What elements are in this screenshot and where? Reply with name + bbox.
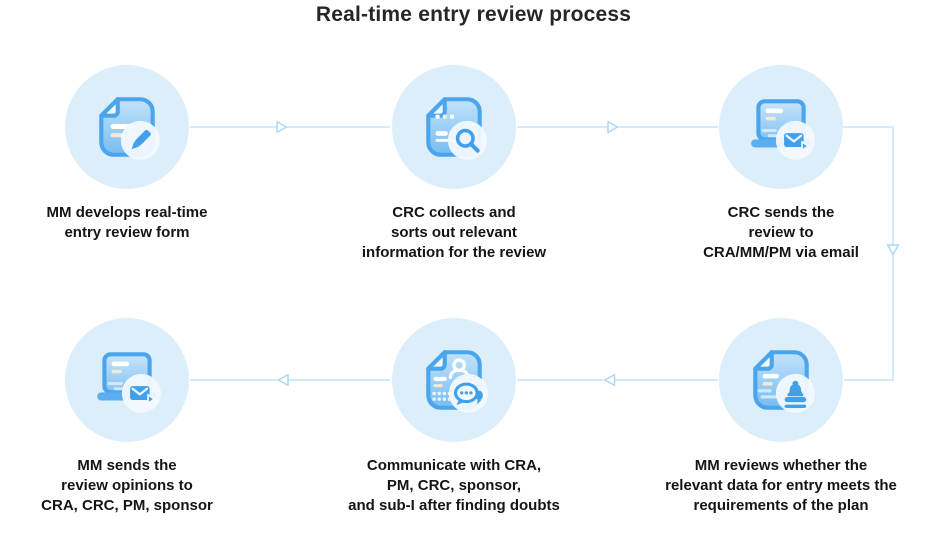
document-search-icon <box>426 97 487 160</box>
step-label: Communicate with CRA, PM, CRC, sponsor, … <box>348 457 560 514</box>
step-icon-bubble <box>65 65 189 189</box>
arrow-down-icon <box>886 244 900 256</box>
step-mm-reviews-data: MM reviews whether the relevant data for… <box>631 318 931 516</box>
page-title: Real-time entry review process <box>315 3 632 26</box>
step-icon-bubble <box>65 318 189 442</box>
laptop-email-icon <box>97 352 161 413</box>
step-icon-bubble <box>392 65 516 189</box>
step-icon-bubble <box>392 318 516 442</box>
laptop-email-icon <box>751 99 815 160</box>
step-label: MM sends the review opinions to CRA, CRC… <box>41 457 213 514</box>
step-label: CRC collects and sorts out relevant info… <box>361 204 547 261</box>
document-pencil-icon <box>99 97 160 160</box>
step-label: MM reviews whether the relevant data for… <box>665 457 897 514</box>
document-stamp-icon <box>753 350 815 413</box>
step-crc-collects-info: CRC collects and sorts out relevant info… <box>304 65 604 263</box>
step-icon-bubble <box>719 318 843 442</box>
document-chat-icon <box>426 350 488 413</box>
arrow-left-icon <box>277 373 289 387</box>
arrow-left-icon <box>604 373 616 387</box>
step-label: CRC sends the review to CRA/MM/PM via em… <box>703 204 859 261</box>
step-icon-bubble <box>719 65 843 189</box>
step-mm-sends-opinions: MM sends the review opinions to CRA, CRC… <box>0 318 277 516</box>
arrow-right-icon <box>276 120 288 134</box>
step-crc-sends-review: CRC sends the review to CRA/MM/PM via em… <box>631 65 931 263</box>
arrow-right-icon <box>607 120 619 134</box>
step-mm-develops-form: MM develops real-time entry review form <box>0 65 277 243</box>
step-communicate-doubts: Communicate with CRA, PM, CRC, sponsor, … <box>304 318 604 516</box>
step-label: MM develops real-time entry review form <box>46 204 208 241</box>
